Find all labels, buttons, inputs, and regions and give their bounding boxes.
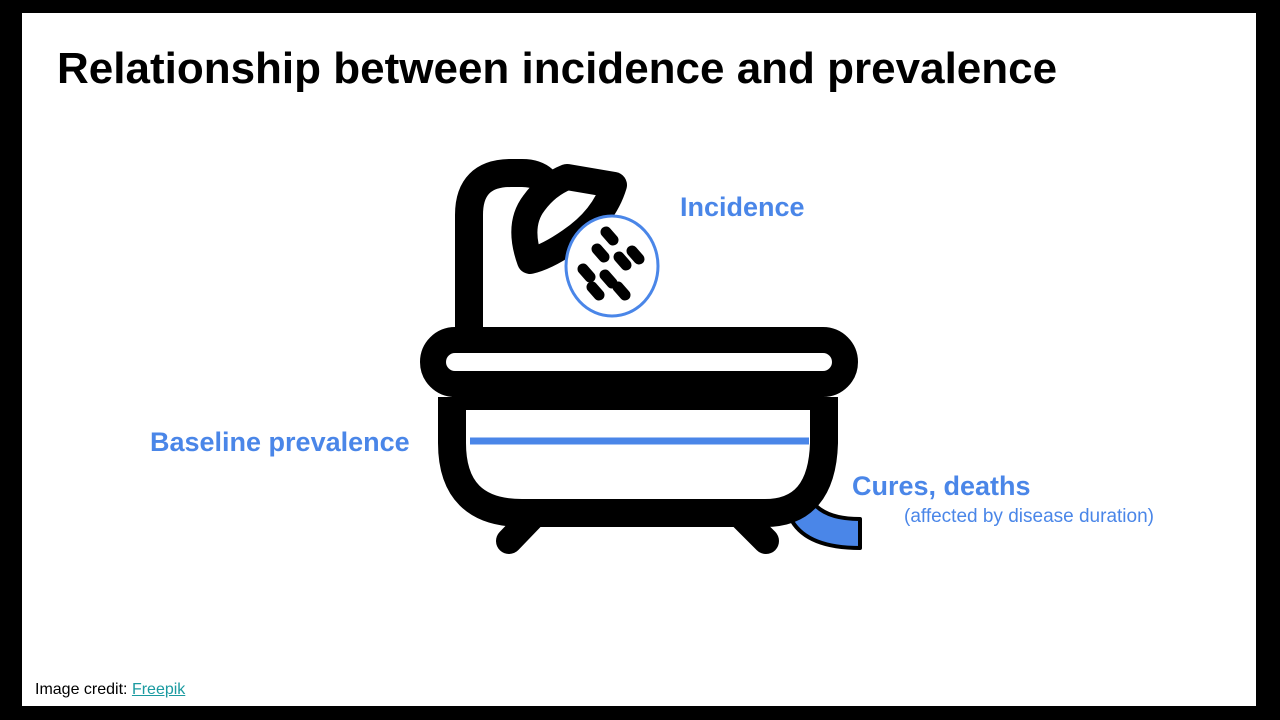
baseline-prevalence-label: Baseline prevalence [150,427,410,457]
incidence-label: Incidence [680,192,805,222]
water-drops-icon [564,214,660,318]
bathtub-diagram [420,159,862,554]
bathtub-icon [420,327,858,554]
slide-title: Relationship between incidence and preva… [57,44,1058,93]
image-credit-prefix: Image credit: [35,681,128,698]
freepik-link[interactable]: Freepik [131,681,186,698]
slide: Relationship between incidence and preva… [22,13,1256,706]
outflow-note: (affected by disease duration) [904,506,1154,527]
image-credit: Image credit: Freepik [35,680,185,700]
bathtub-feet [496,502,779,554]
outflow-label: Cures, deaths [852,471,1031,501]
